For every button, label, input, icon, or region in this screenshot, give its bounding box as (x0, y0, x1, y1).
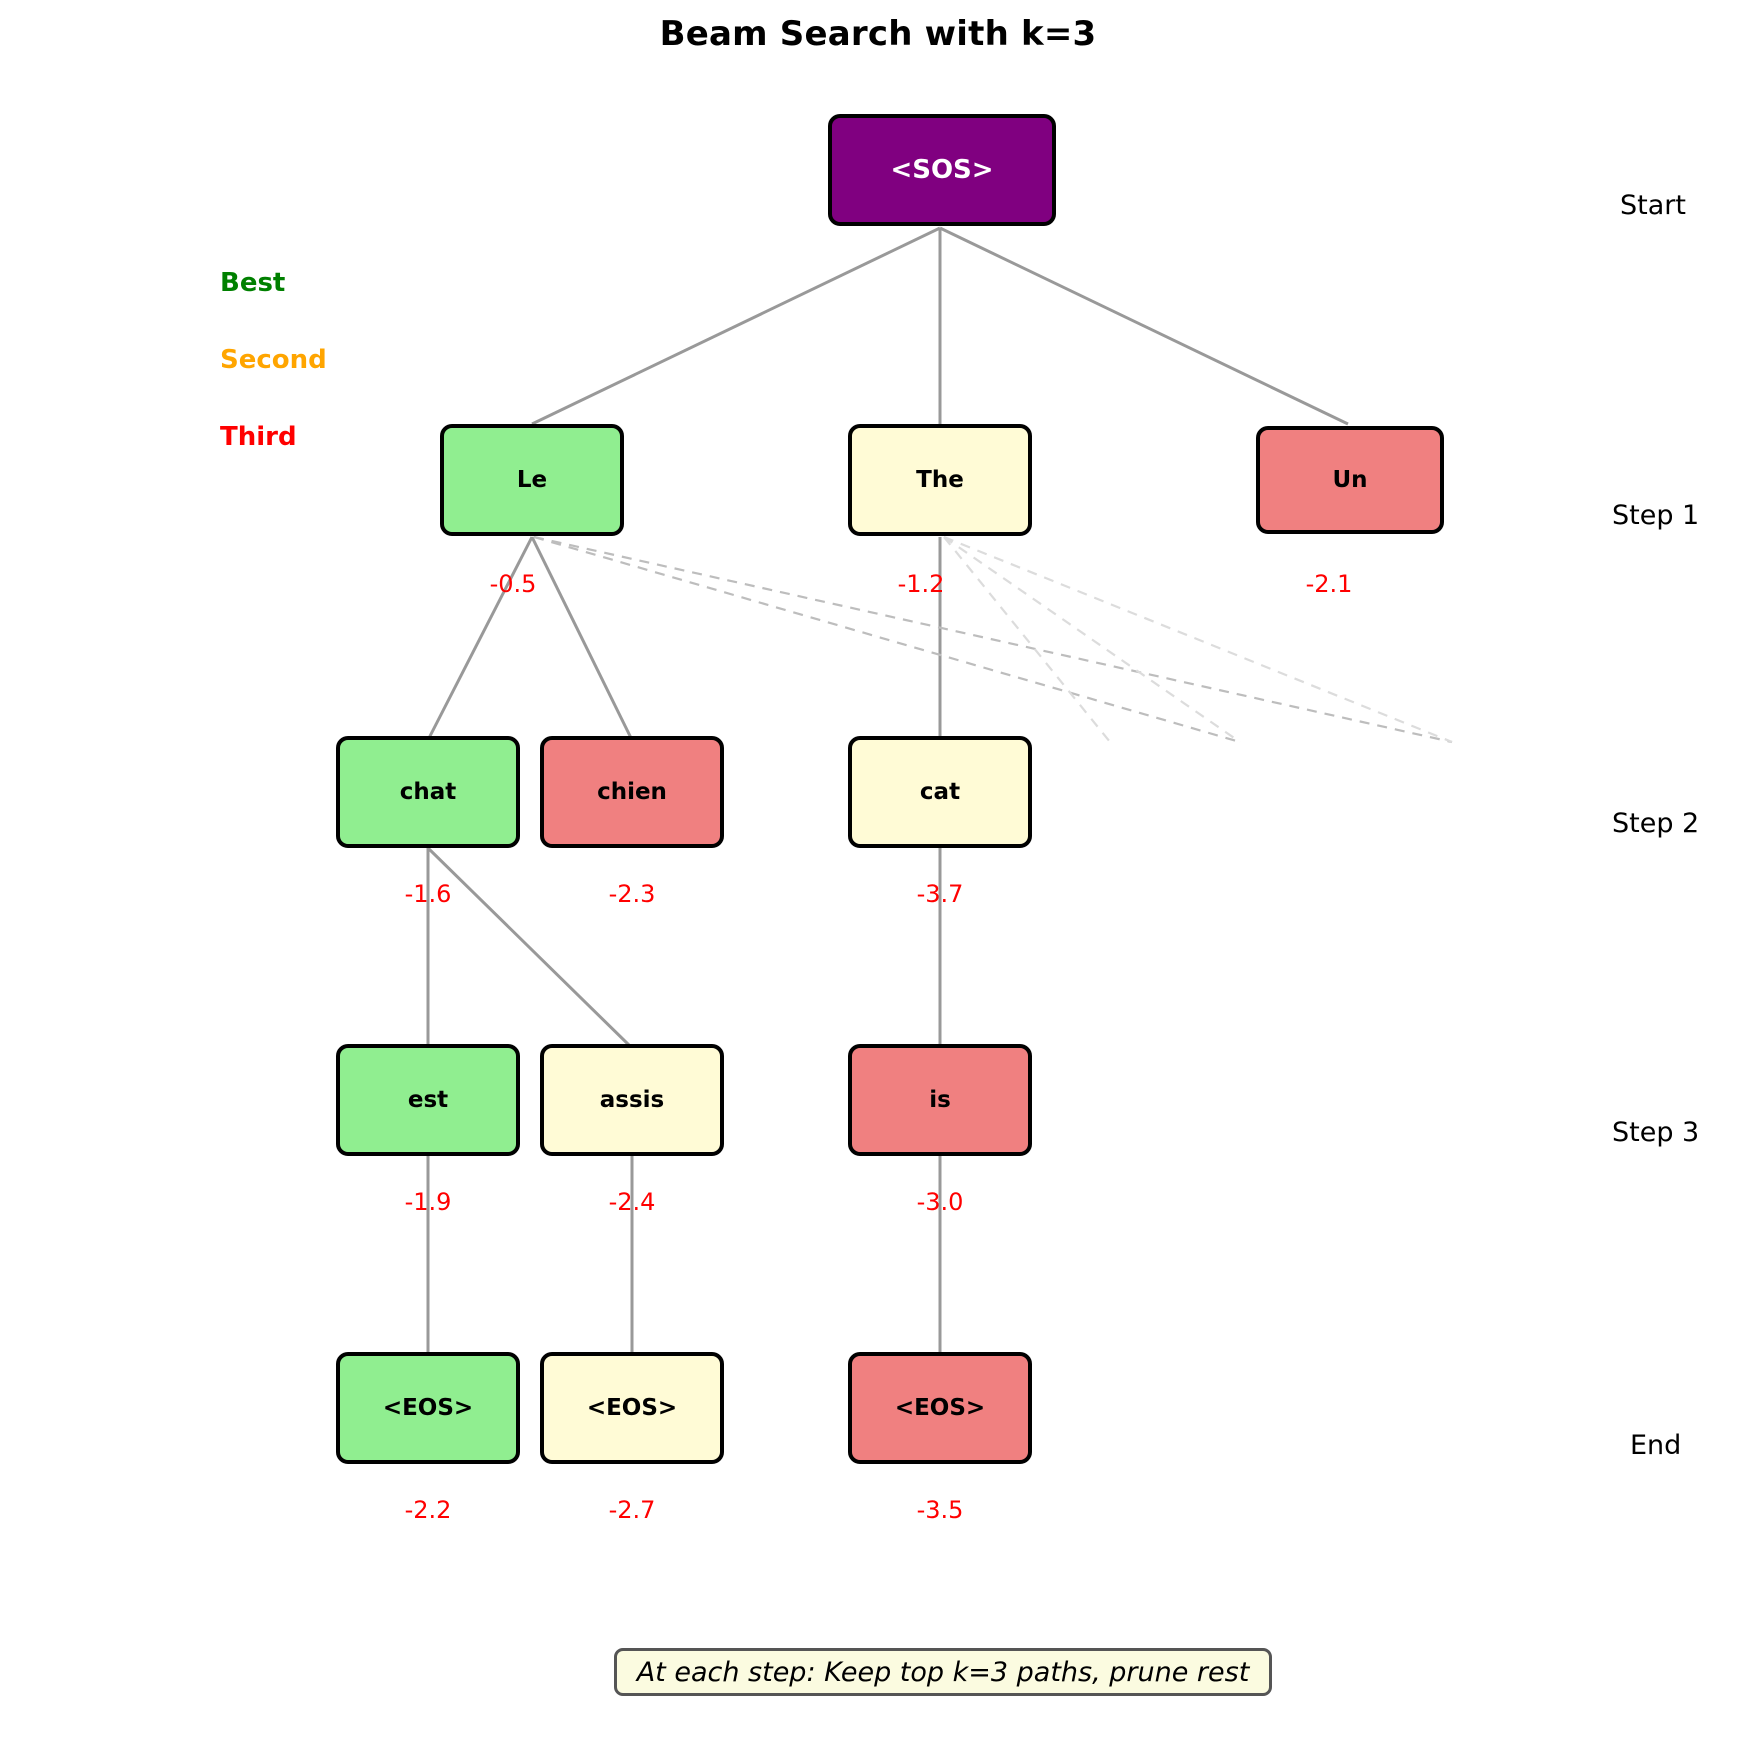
node-un-label: Un (1332, 467, 1368, 493)
pruned-edges-faint (943, 535, 1453, 744)
node-est[interactable]: est (336, 1044, 520, 1156)
node-le[interactable]: Le (440, 424, 624, 536)
score-chat-text: -1.6 (404, 880, 452, 908)
pruned-edge-3 (943, 536, 1241, 743)
score-un: -2.1 (1284, 570, 1374, 598)
node-assis[interactable]: assis (540, 1044, 724, 1156)
score-chien: -2.3 (587, 880, 677, 908)
score-eos-third: -3.5 (895, 1496, 985, 1524)
row-label-step2-text: Step 2 (1612, 808, 1700, 839)
node-un[interactable]: Un (1256, 426, 1444, 534)
node-eos-second[interactable]: <EOS> (540, 1352, 724, 1464)
score-the: -1.2 (876, 570, 966, 598)
node-the-label: The (916, 467, 964, 493)
score-is: -3.0 (895, 1188, 985, 1216)
score-eos-best: -2.2 (383, 1496, 473, 1524)
legend-item-third: Third (220, 422, 297, 452)
score-eos-third-text: -3.5 (916, 1496, 964, 1524)
node-le-label: Le (516, 467, 548, 493)
pruned-edge-5 (943, 536, 1111, 743)
row-label-end: End (1630, 1430, 1681, 1461)
pruned-edges (533, 535, 1453, 744)
node-cat[interactable]: cat (848, 736, 1032, 848)
score-chat: -1.6 (383, 880, 473, 908)
legend-label-best: Best (220, 268, 286, 298)
score-cat-text: -3.7 (916, 880, 964, 908)
node-sos[interactable]: <SOS> (828, 114, 1056, 226)
score-assis: -2.4 (587, 1188, 677, 1216)
node-assis-label: assis (599, 1087, 665, 1113)
edge-sos-un (939, 226, 1349, 426)
edge-chat-assis (426, 846, 634, 1050)
node-is[interactable]: is (848, 1044, 1032, 1156)
score-eos-best-text: -2.2 (404, 1496, 452, 1524)
score-the-text: -1.2 (897, 570, 945, 598)
score-le: -0.5 (468, 570, 558, 598)
node-eos-second-label: <EOS> (586, 1395, 678, 1421)
node-is-label: is (929, 1087, 951, 1113)
row-label-end-text: End (1630, 1430, 1682, 1461)
caption-box: At each step: Keep top k=3 paths, prune … (614, 1648, 1272, 1696)
node-eos-best[interactable]: <EOS> (336, 1352, 520, 1464)
node-chat-label: chat (399, 779, 457, 805)
pruned-edge-1 (533, 535, 1241, 744)
row-label-start: Start (1620, 190, 1686, 221)
node-eos-third[interactable]: <EOS> (848, 1352, 1032, 1464)
edge-le-chien (530, 536, 634, 741)
score-assis-text: -2.4 (608, 1188, 656, 1216)
page-title: Beam Search with k=3 (659, 14, 1097, 54)
edge-sos-le (531, 226, 941, 426)
row-label-step1: Step 1 (1612, 500, 1699, 531)
node-sos-label: <SOS> (890, 155, 994, 185)
node-chat[interactable]: chat (336, 736, 520, 848)
edge-le-chat (426, 536, 534, 741)
score-is-text: -3.0 (916, 1188, 964, 1216)
node-cat-label: cat (919, 779, 961, 805)
pruned-edge-2 (533, 535, 1453, 744)
node-eos-best-label: <EOS> (382, 1395, 474, 1421)
legend-item-best: Best (220, 268, 285, 298)
kept-edges (426, 226, 1349, 1358)
row-label-start-text: Start (1620, 190, 1686, 221)
legend-label-second: Second (220, 345, 327, 375)
node-chien-label: chien (597, 779, 667, 805)
caption-text: At each step: Keep top k=3 paths, prune … (636, 1656, 1250, 1688)
node-chien[interactable]: chien (540, 736, 724, 848)
score-eos-second: -2.7 (587, 1496, 677, 1524)
score-est-text: -1.9 (404, 1188, 452, 1216)
legend-item-second: Second (220, 345, 327, 375)
score-est: -1.9 (383, 1188, 473, 1216)
node-the[interactable]: The (848, 424, 1032, 536)
legend-label-third: Third (220, 422, 297, 452)
score-le-text: -0.5 (489, 570, 537, 598)
row-label-step3-text: Step 3 (1612, 1117, 1700, 1148)
node-est-label: est (407, 1087, 449, 1113)
node-eos-third-label: <EOS> (894, 1395, 986, 1421)
row-label-step2: Step 2 (1612, 808, 1699, 839)
score-un-text: -2.1 (1305, 570, 1353, 598)
row-label-step3: Step 3 (1612, 1117, 1699, 1148)
score-chien-text: -2.3 (608, 880, 656, 908)
pruned-edge-4 (943, 535, 1453, 744)
score-cat: -3.7 (895, 880, 985, 908)
row-label-step1-text: Step 1 (1612, 500, 1700, 531)
score-eos-second-text: -2.7 (608, 1496, 656, 1524)
